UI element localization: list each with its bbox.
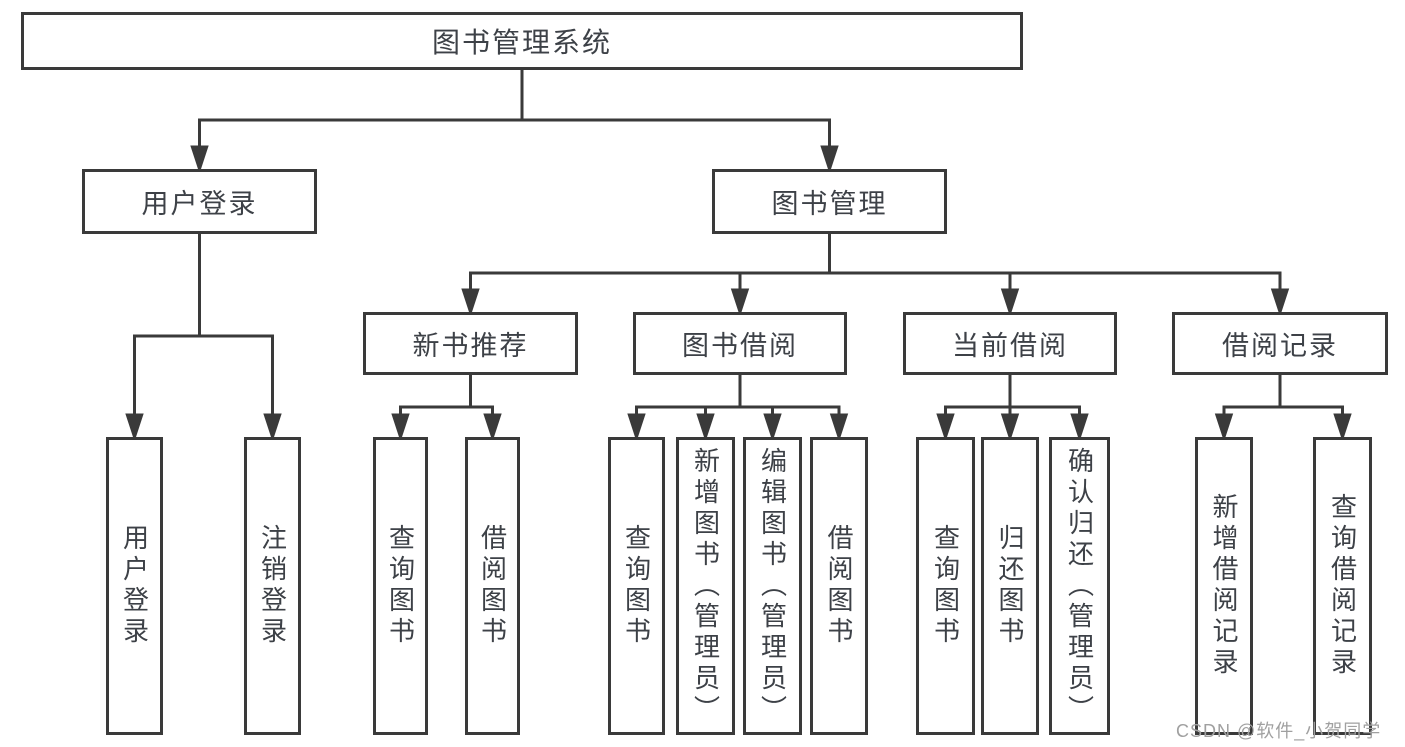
arrowhead-icon [1070, 413, 1089, 442]
arrowhead-icon [936, 413, 955, 442]
node-current-borrow: 当前借阅 [903, 312, 1117, 375]
node-label: 查询借阅记录 [1327, 493, 1358, 679]
node-label: 查询图书 [930, 524, 961, 648]
arrowhead-icon [696, 413, 715, 442]
node-leaf-query-record: 查询借阅记录 [1313, 437, 1372, 735]
node-label: 编辑图书（管理员） [757, 446, 788, 726]
arrowhead-icon [391, 413, 410, 442]
arrowhead-icon [461, 288, 480, 317]
arrowhead-icon [763, 413, 782, 442]
node-system: 图书管理系统 [21, 12, 1023, 70]
arrowhead-icon [483, 413, 502, 442]
node-leaf-borrow-book-2: 借阅图书 [810, 437, 868, 735]
node-label: 查询图书 [621, 524, 652, 648]
node-leaf-edit-book: 编辑图书（管理员） [743, 437, 802, 735]
arrowhead-icon [730, 288, 750, 317]
node-label: 当前借阅 [952, 331, 1068, 361]
node-label: 归还图书 [995, 524, 1025, 648]
node-label: 用户登录 [141, 189, 258, 219]
node-leaf-borrow-book-1: 借阅图书 [465, 437, 520, 735]
node-label: 查询图书 [385, 524, 416, 648]
arrowhead-icon [1000, 413, 1020, 442]
arrowhead-icon [820, 145, 839, 174]
node-leaf-add-book: 新增图书（管理员） [676, 437, 735, 735]
node-new-book-rec: 新书推荐 [363, 312, 578, 375]
arrowhead-icon [627, 413, 646, 442]
node-label: 图书借阅 [682, 331, 798, 361]
node-leaf-query-book-2: 查询图书 [608, 437, 665, 735]
node-label: 用户登录 [119, 524, 150, 648]
node-label: 注销登录 [257, 524, 288, 648]
node-label: 图书管理 [771, 189, 888, 219]
arrowhead-icon [1270, 288, 1290, 317]
node-book-mgmt: 图书管理 [712, 169, 947, 234]
arrowhead-icon [1000, 288, 1020, 317]
node-label: 新增图书（管理员） [690, 446, 721, 726]
node-label: 借阅记录 [1222, 331, 1338, 361]
node-label: 新增借阅记录 [1209, 493, 1239, 679]
node-user-login: 用户登录 [82, 169, 317, 234]
arrowhead-icon [1214, 413, 1234, 442]
arrowhead-icon [125, 413, 144, 442]
node-leaf-query-book-3: 查询图书 [916, 437, 975, 735]
node-label: 确认归还（管理员） [1064, 446, 1095, 726]
node-leaf-confirm-return: 确认归还（管理员） [1049, 437, 1110, 735]
arrowhead-icon [263, 413, 282, 442]
watermark: CSDN @软件_小贺同学 [1176, 721, 1382, 741]
arrowhead-icon [829, 413, 849, 442]
node-label: 借阅图书 [477, 524, 508, 648]
node-label: 借阅图书 [824, 524, 854, 648]
arrowhead-icon [190, 145, 209, 174]
node-borrow-records: 借阅记录 [1172, 312, 1388, 375]
node-leaf-query-book-1: 查询图书 [373, 437, 428, 735]
node-leaf-add-record: 新增借阅记录 [1195, 437, 1253, 735]
node-label: 图书管理系统 [431, 27, 612, 58]
node-leaf-logout: 注销登录 [244, 437, 301, 735]
node-label: 新书推荐 [412, 331, 529, 361]
node-book-borrow: 图书借阅 [633, 312, 847, 375]
node-leaf-return-book: 归还图书 [981, 437, 1039, 735]
node-leaf-user-login: 用户登录 [106, 437, 163, 735]
arrowhead-icon [1333, 413, 1352, 442]
